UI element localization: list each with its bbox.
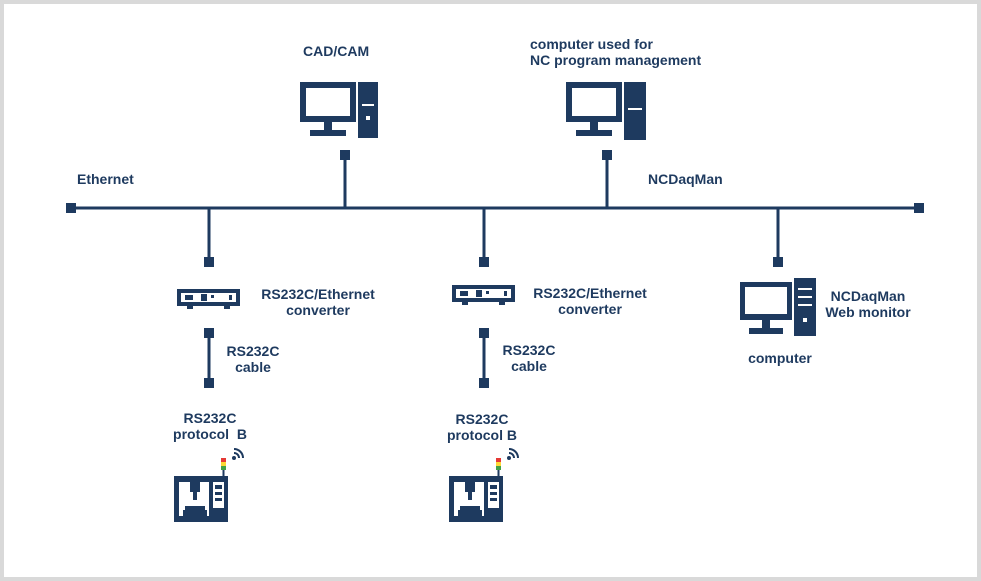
signal-tower-icon: [221, 458, 226, 476]
web-monitor-label-line2: Web monitor: [825, 304, 911, 320]
cadcam-computer-icon: [300, 82, 378, 138]
converter-box-icon: [452, 285, 515, 305]
nc-mgmt-computer-icon: [566, 82, 646, 140]
converter2-link: [479, 208, 489, 267]
signal-tower-icon: [496, 458, 501, 476]
converter2-label-line1: RS232C/Ethernet: [533, 285, 647, 301]
protocol2-label-line2: protocol B: [447, 427, 517, 443]
wireless-signal-icon: [507, 448, 519, 460]
web-monitor-label-line1: NCDaqMan: [830, 288, 906, 304]
cable2-label-line2: cable: [511, 358, 547, 374]
converter1-link: [204, 208, 214, 267]
cable1-label-line2: cable: [235, 359, 271, 375]
nc-mgmt-label-line2: NC program management: [530, 52, 702, 68]
nc-mgmt-link: [602, 150, 612, 208]
converter-box-icon: [177, 289, 240, 309]
cadcam-label: CAD/CAM: [303, 43, 370, 59]
converter1-label-line2: converter: [286, 302, 350, 318]
computer-label: computer: [748, 350, 812, 366]
cnc-machine-icon: [174, 476, 228, 522]
cable1-label-line1: RS232C: [226, 343, 280, 359]
rs232c-cable1: [204, 328, 214, 388]
nc-mgmt-label-line1: computer used for: [530, 36, 653, 52]
ethernet-bus: [66, 203, 924, 213]
converter1-label-line1: RS232C/Ethernet: [261, 286, 375, 302]
cnc-machine-icon: [449, 476, 503, 522]
protocol1-label-line2: protocol B: [173, 426, 247, 442]
protocol2-label-line1: RS232C: [455, 411, 509, 427]
converter2-label-line2: converter: [558, 301, 622, 317]
web-monitor-link: [773, 208, 783, 267]
ncdaqman-label: NCDaqMan: [648, 171, 723, 187]
cable2-label-line1: RS232C: [502, 342, 556, 358]
rs232c-cable2: [479, 328, 489, 388]
web-monitor-computer-icon: [740, 278, 816, 336]
wireless-signal-icon: [232, 448, 244, 460]
ethernet-label: Ethernet: [77, 171, 134, 187]
cadcam-link: [340, 150, 350, 208]
protocol1-label-line1: RS232C: [183, 410, 237, 426]
